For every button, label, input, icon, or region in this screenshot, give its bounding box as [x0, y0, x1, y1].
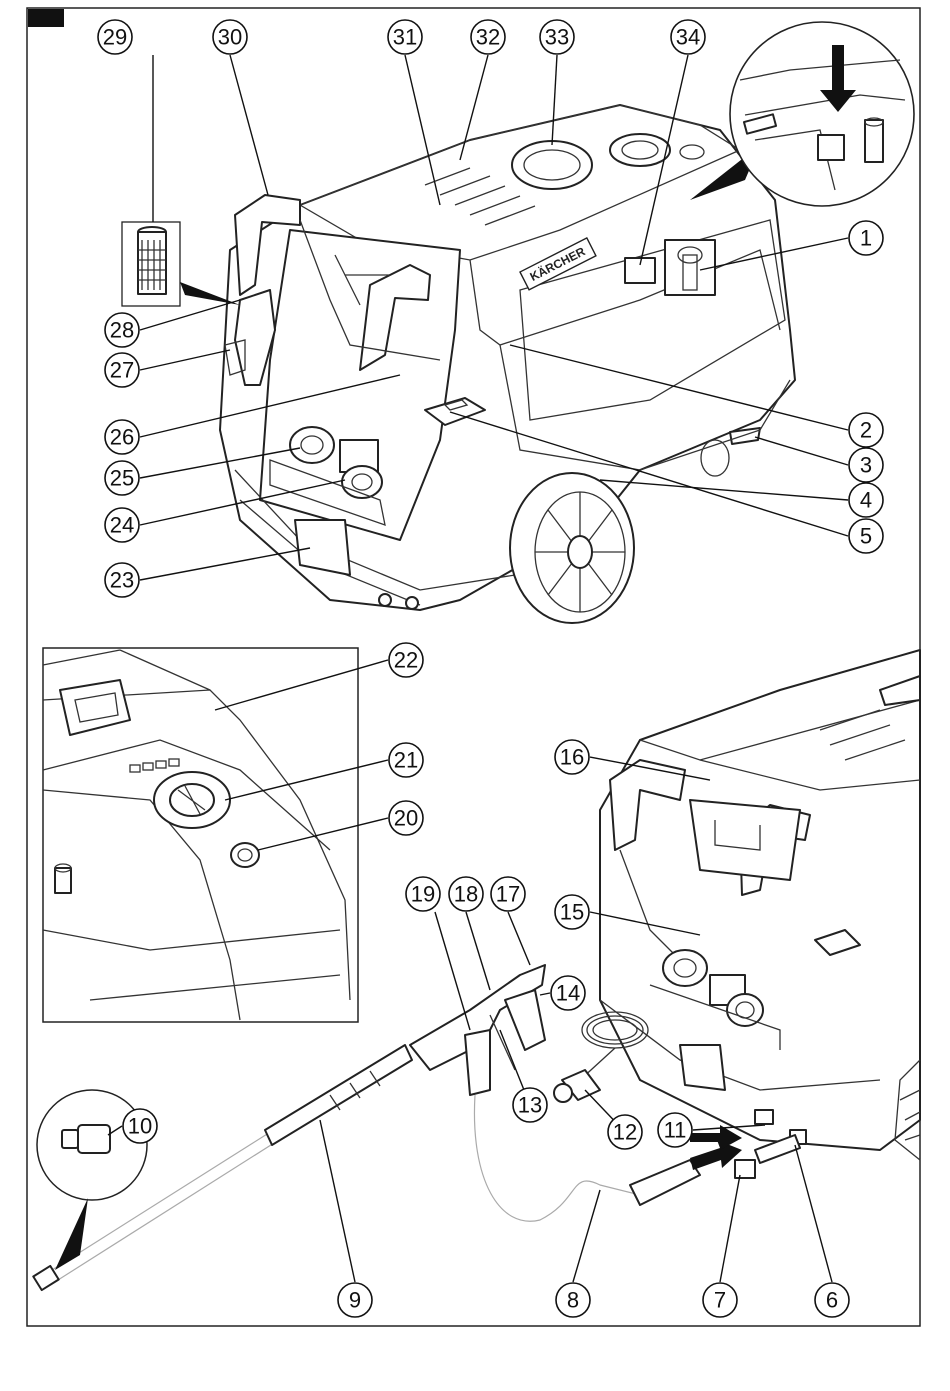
callout-25-label: 25: [110, 466, 134, 491]
callout-3-label: 3: [860, 453, 872, 478]
callout-7: 7: [703, 1283, 737, 1317]
callout-30-label: 30: [218, 25, 242, 50]
callout-15: 15: [555, 895, 589, 929]
control-panel-inset: [43, 648, 358, 1022]
callout-29: 29: [98, 20, 132, 54]
callout-28-label: 28: [110, 318, 134, 343]
callout-7-label: 7: [714, 1288, 726, 1313]
callout-12: 12: [608, 1115, 642, 1149]
callout-1: 1: [849, 221, 883, 255]
callout-21: 21: [389, 743, 423, 777]
callout-22: 22: [389, 643, 423, 677]
callout-16: 16: [555, 740, 589, 774]
callout-8-label: 8: [567, 1288, 579, 1313]
callout-6-label: 6: [826, 1288, 838, 1313]
callout-24: 24: [105, 508, 139, 542]
callout-3: 3: [849, 448, 883, 482]
callout-17-label: 17: [496, 882, 520, 907]
callout-21-label: 21: [394, 748, 418, 773]
callout-20: 20: [389, 801, 423, 835]
callout-17: 17: [491, 877, 525, 911]
callout-2-label: 2: [860, 418, 872, 443]
callout-31: 31: [388, 20, 422, 54]
callout-5: 5: [849, 519, 883, 553]
callout-31-label: 31: [393, 25, 417, 50]
callout-11-label: 11: [664, 1118, 687, 1143]
callout-6: 6: [815, 1283, 849, 1317]
callout-26: 26: [105, 420, 139, 454]
callout-27: 27: [105, 353, 139, 387]
callout-34-label: 34: [676, 25, 700, 50]
corner-marker: [28, 9, 64, 27]
callout-13: 13: [513, 1088, 547, 1122]
callout-22-label: 22: [394, 648, 418, 673]
callout-4: 4: [849, 483, 883, 517]
callout-26-label: 26: [110, 425, 134, 450]
callout-11: 11: [658, 1113, 692, 1147]
callout-32: 32: [471, 20, 505, 54]
callout-5-label: 5: [860, 524, 872, 549]
callout-23-label: 23: [110, 568, 134, 593]
callout-33: 33: [540, 20, 574, 54]
callout-12-label: 12: [613, 1120, 637, 1145]
callout-8: 8: [556, 1283, 590, 1317]
callout-25: 25: [105, 461, 139, 495]
callout-14-label: 14: [556, 981, 580, 1006]
callout-20-label: 20: [394, 806, 418, 831]
callout-2: 2: [849, 413, 883, 447]
callout-1-label: 1: [860, 226, 872, 251]
detail-circle-inset: [730, 22, 914, 206]
callout-19: 19: [406, 877, 440, 911]
callout-28: 28: [105, 313, 139, 347]
callout-34: 34: [671, 20, 705, 54]
callout-15-label: 15: [560, 900, 584, 925]
callout-32-label: 32: [476, 25, 500, 50]
callout-18-label: 18: [454, 882, 478, 907]
callout-27-label: 27: [110, 358, 134, 383]
callout-9: 9: [338, 1283, 372, 1317]
callout-18: 18: [449, 877, 483, 911]
callout-14: 14: [551, 976, 585, 1010]
callout-33-label: 33: [545, 25, 569, 50]
main-machine-drawing: KÄRCHER: [220, 105, 795, 623]
callout-29-label: 29: [103, 25, 127, 50]
callout-23: 23: [105, 563, 139, 597]
callout-13-label: 13: [518, 1093, 542, 1118]
callout-10: 10: [123, 1109, 157, 1143]
rear-view-drawing: [600, 650, 920, 1160]
callout-10-label: 10: [128, 1114, 152, 1139]
callout-9-label: 9: [349, 1288, 361, 1313]
callout-16-label: 16: [560, 745, 584, 770]
callout-24-label: 24: [110, 513, 134, 538]
filter-inset: [122, 222, 240, 306]
callout-19-label: 19: [411, 882, 435, 907]
callout-4-label: 4: [860, 488, 872, 513]
callout-30: 30: [213, 20, 247, 54]
